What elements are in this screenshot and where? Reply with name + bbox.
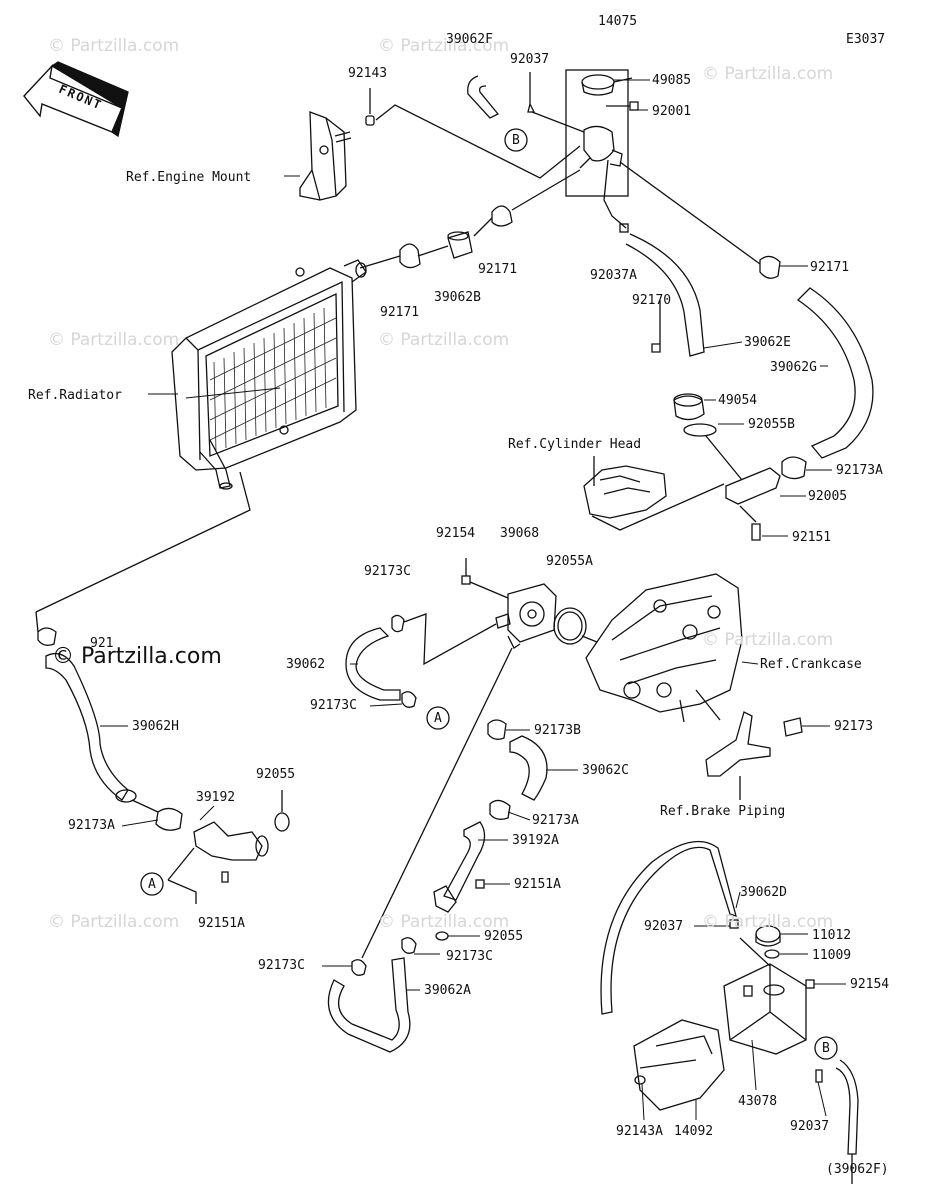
part-label[interactable]: 92151A bbox=[514, 877, 561, 892]
callout-b: B bbox=[822, 1041, 830, 1056]
ref-radiator[interactable]: Ref.Radiator bbox=[28, 388, 122, 403]
part-label[interactable]: 39192 bbox=[196, 790, 236, 805]
radiator-shape bbox=[171, 259, 367, 490]
part-label[interactable]: 39062G bbox=[770, 360, 817, 375]
hose-39062C bbox=[509, 735, 548, 801]
callout-a: A bbox=[434, 711, 442, 726]
part-label[interactable]: 92171 bbox=[478, 262, 518, 277]
watermark: © Partzilla.com bbox=[702, 912, 834, 932]
part-label[interactable]: 14092 bbox=[674, 1124, 714, 1139]
watermark: © Partzilla.com bbox=[48, 912, 180, 932]
part-label[interactable]: 92173C bbox=[258, 958, 305, 973]
watermark: © Partzilla.com bbox=[48, 36, 180, 56]
watermark: © Partzilla.com bbox=[702, 630, 834, 650]
part-label[interactable]: 92151A bbox=[198, 916, 245, 931]
part-label[interactable]: 92154 bbox=[850, 977, 890, 992]
part-label[interactable]: 39068 bbox=[500, 526, 540, 541]
part-label[interactable]: 92055B bbox=[748, 417, 795, 432]
part-label[interactable]: 92037 bbox=[790, 1119, 830, 1134]
upper-hose-shapes bbox=[359, 169, 581, 269]
crankcase-shape bbox=[585, 573, 743, 723]
ref-crankcase[interactable]: Ref.Crankcase bbox=[760, 657, 862, 672]
part-label[interactable]: 92173B bbox=[534, 723, 581, 738]
hose-39062A bbox=[327, 957, 411, 1053]
filler-housing-shape bbox=[565, 69, 639, 197]
hose-39062G bbox=[796, 287, 874, 459]
watermark: © Partzilla.com bbox=[702, 64, 834, 84]
part-label[interactable]: (39062F) bbox=[826, 1162, 889, 1177]
front-arrow-icon bbox=[23, 61, 129, 138]
part-label[interactable]: 14075 bbox=[598, 14, 638, 29]
part-label[interactable]: 92001 bbox=[652, 104, 692, 119]
callout-b: B bbox=[512, 133, 520, 148]
part-label[interactable]: 92173A bbox=[532, 813, 579, 828]
ref-brake-piping[interactable]: Ref.Brake Piping bbox=[660, 804, 786, 819]
part-label[interactable]: 92173A bbox=[836, 463, 883, 478]
part-label[interactable]: 39062B bbox=[434, 290, 481, 305]
part-label[interactable]: 49054 bbox=[718, 393, 758, 408]
watermark-dark: © Partzilla.com bbox=[52, 644, 222, 669]
bracket-14092 bbox=[633, 1019, 725, 1111]
part-label[interactable]: 92151 bbox=[792, 530, 832, 545]
tank-43078 bbox=[723, 963, 807, 1055]
hose-39062D bbox=[600, 840, 737, 1015]
watermark: © Partzilla.com bbox=[48, 330, 180, 350]
hose-39062E bbox=[625, 233, 705, 357]
part-label[interactable]: 11009 bbox=[812, 948, 852, 963]
engine-mount-shape bbox=[299, 111, 352, 201]
callout-a: A bbox=[148, 877, 156, 892]
part-label[interactable]: 39062E bbox=[744, 335, 791, 350]
ref-engine-mount[interactable]: Ref.Engine Mount bbox=[126, 170, 252, 185]
thermostat-shape bbox=[673, 393, 807, 541]
part-label[interactable]: 92055 bbox=[256, 767, 296, 782]
pipe-39192 bbox=[193, 821, 263, 861]
part-label[interactable]: 39062C bbox=[582, 763, 629, 778]
o-ring-92055A bbox=[553, 607, 587, 645]
watermark: © Partzilla.com bbox=[378, 912, 510, 932]
diagram-code: E3037 bbox=[846, 32, 886, 47]
part-label[interactable]: 92173C bbox=[364, 564, 411, 579]
part-label[interactable]: 39062F bbox=[446, 32, 493, 47]
ref-cylinder-head[interactable]: Ref.Cylinder Head bbox=[508, 437, 642, 452]
part-label[interactable]: 92005 bbox=[808, 489, 848, 504]
part-label[interactable]: 92037 bbox=[644, 919, 684, 934]
part-label[interactable]: 92143A bbox=[616, 1124, 663, 1139]
pipe-39192A bbox=[443, 821, 486, 901]
hose-39062F bbox=[467, 75, 500, 119]
brake-bracket-shape bbox=[705, 711, 803, 800]
part-label[interactable]: 92143 bbox=[348, 66, 388, 81]
part-label[interactable]: 92173C bbox=[310, 698, 357, 713]
hose-39062 bbox=[345, 627, 401, 701]
part-label[interactable]: 92055 bbox=[484, 929, 524, 944]
watermark: © Partzilla.com bbox=[378, 36, 510, 56]
part-label[interactable]: 92173C bbox=[446, 949, 493, 964]
part-label[interactable]: 39062D bbox=[740, 885, 787, 900]
part-label[interactable]: 39192A bbox=[512, 833, 559, 848]
part-label[interactable]: 92037A bbox=[590, 268, 637, 283]
part-label[interactable]: 92171 bbox=[380, 305, 420, 320]
hose-39062H bbox=[45, 652, 129, 801]
part-label[interactable]: 49085 bbox=[652, 73, 692, 88]
part-label[interactable]: 92173A bbox=[68, 818, 115, 833]
watermark: © Partzilla.com bbox=[378, 330, 510, 350]
hose-39062F-end bbox=[835, 1059, 859, 1155]
part-label[interactable]: 92171 bbox=[810, 260, 850, 275]
part-label[interactable]: 11012 bbox=[812, 928, 852, 943]
part-label[interactable]: 92173 bbox=[834, 719, 874, 734]
part-label[interactable]: 92170 bbox=[632, 293, 672, 308]
part-label[interactable]: 39062 bbox=[286, 657, 326, 672]
part-label[interactable]: 92037 bbox=[510, 52, 550, 67]
cylinder-head-shape bbox=[583, 456, 725, 531]
part-label[interactable]: 39062A bbox=[424, 983, 471, 998]
part-label[interactable]: 43078 bbox=[738, 1094, 778, 1109]
part-label[interactable]: 92055A bbox=[546, 554, 593, 569]
part-label[interactable]: 92154 bbox=[436, 526, 476, 541]
part-label[interactable]: 39062H bbox=[132, 719, 179, 734]
part-label[interactable]: 921 bbox=[90, 636, 114, 651]
